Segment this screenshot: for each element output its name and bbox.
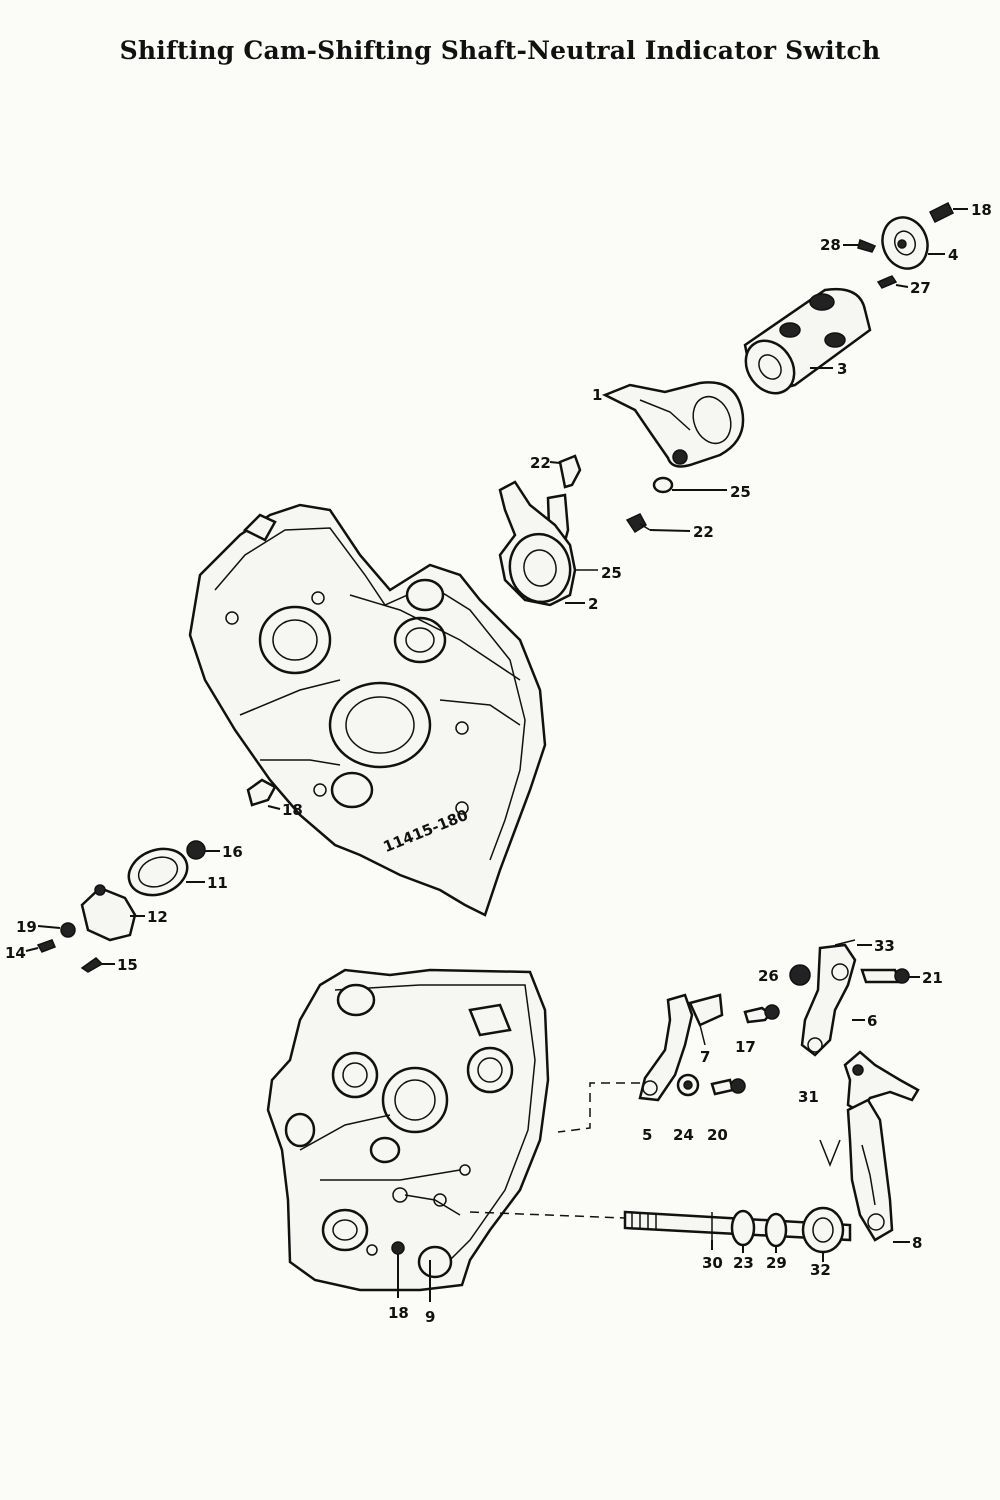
callout-12: 12 <box>147 908 168 926</box>
callout-18-left: 18 <box>282 801 303 819</box>
diagram-title: Shifting Cam-Shifting Shaft-Neutral Indi… <box>119 36 881 65</box>
assembly-line-5 <box>557 1082 640 1133</box>
part-19-terminal <box>37 922 76 938</box>
callout-21: 21 <box>922 969 943 987</box>
callout-24: 24 <box>673 1126 694 1144</box>
callout-11: 11 <box>207 874 228 892</box>
part-29-collar <box>764 1212 788 1253</box>
part-20-bolt <box>710 1078 746 1096</box>
callout-2: 2 <box>588 595 598 613</box>
callout-27: 27 <box>910 279 931 297</box>
part-15-bolt <box>80 957 115 973</box>
callout-14: 14 <box>5 944 26 962</box>
part-25-washer-right <box>652 476 727 494</box>
part-28-pin <box>843 238 877 253</box>
part-1-shift-fork <box>601 381 745 468</box>
part-22-bolt-right <box>625 513 691 534</box>
part-24-washer <box>676 1073 700 1097</box>
part-23-washer <box>730 1209 756 1253</box>
part-5-arm <box>638 993 694 1102</box>
part-4-stopper-plate <box>881 216 945 270</box>
callout-23: 23 <box>733 1254 754 1272</box>
callout-7: 7 <box>700 1048 710 1066</box>
callout-25-right: 25 <box>730 483 751 501</box>
part-2-shift-fork <box>498 480 585 607</box>
callout-32: 32 <box>810 1261 831 1279</box>
callout-18-bottom: 18 <box>388 1304 409 1322</box>
callout-9: 9 <box>425 1308 435 1326</box>
callout-5: 5 <box>642 1126 652 1144</box>
part-16-nut <box>186 840 220 860</box>
callout-20: 20 <box>707 1126 728 1144</box>
callout-25-left: 25 <box>601 564 622 582</box>
part-8-shifting-shaft-lever <box>819 1098 910 1243</box>
part-27-pin <box>876 275 909 289</box>
callout-26: 26 <box>758 967 779 985</box>
callout-18-top: 18 <box>971 201 992 219</box>
callout-6: 6 <box>867 1012 877 1030</box>
callout-4: 4 <box>948 246 958 264</box>
callout-3: 3 <box>837 360 847 378</box>
callout-15: 15 <box>117 956 138 974</box>
part-3-shifting-cam <box>743 287 872 395</box>
part-22-screw-upper <box>549 454 582 489</box>
part-18-screw-top <box>928 201 968 224</box>
callout-22-upper: 22 <box>530 454 551 472</box>
part-31-shift-arm <box>843 1050 920 1114</box>
part-6-stopper-arm <box>800 943 865 1057</box>
callout-28: 28 <box>820 236 841 254</box>
part-7-plate <box>688 993 724 1046</box>
part-26-collar <box>789 964 811 986</box>
callout-1: 1 <box>592 386 602 404</box>
callout-33: 33 <box>874 937 895 955</box>
part-21-bolt <box>860 968 920 984</box>
upper-crankcase: 11415-180 <box>188 503 547 917</box>
callout-30: 30 <box>702 1254 723 1272</box>
part-33-spring <box>834 939 872 946</box>
lower-crankcase <box>266 968 550 1292</box>
callout-22-right: 22 <box>693 523 714 541</box>
callout-16: 16 <box>222 843 243 861</box>
part-14-screw <box>25 939 56 953</box>
part-12-switch-body <box>80 884 145 942</box>
part-18-screw-bottom <box>391 1241 405 1298</box>
callout-31: 31 <box>798 1088 819 1106</box>
callout-19: 19 <box>16 918 37 936</box>
part-32-spring <box>801 1206 845 1262</box>
assembly-line-shaft <box>469 1211 626 1219</box>
callout-29: 29 <box>766 1254 787 1272</box>
callout-17: 17 <box>735 1038 756 1056</box>
part-17-bolt <box>743 1004 780 1024</box>
callout-8: 8 <box>912 1234 922 1252</box>
part-11-gasket <box>127 847 205 897</box>
part-18-screw-left <box>246 778 281 810</box>
